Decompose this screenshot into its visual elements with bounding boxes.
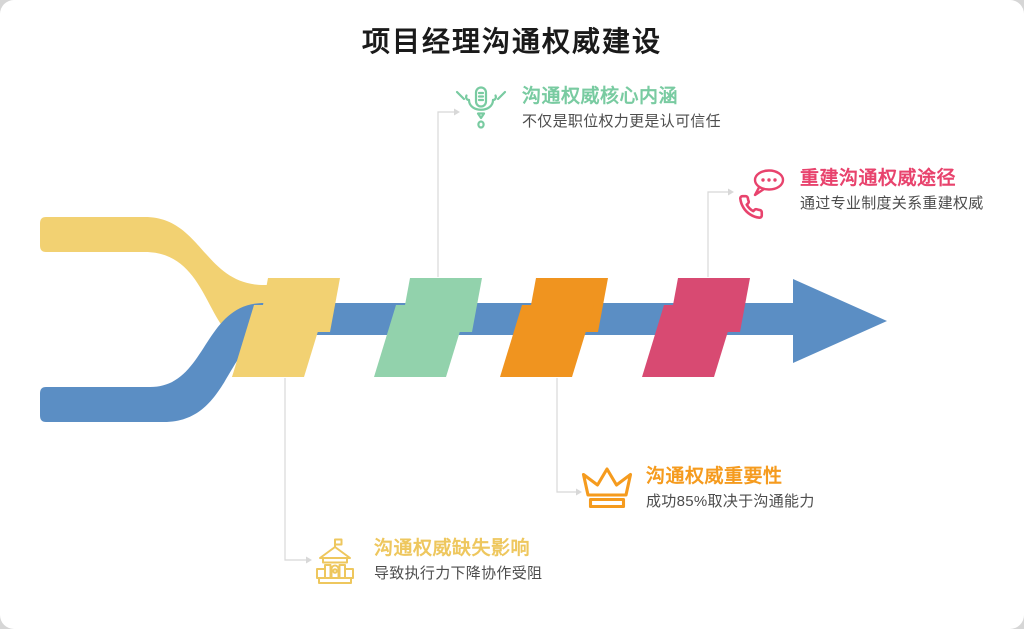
- callout-absence-title: 沟通权威缺失影响: [374, 538, 531, 559]
- connector-arrow-importance: [576, 488, 582, 496]
- crown-icon: [581, 467, 633, 509]
- connector-importance: [556, 378, 576, 493]
- callout-importance-subtitle: 成功85%取决于沟通能力: [646, 493, 815, 510]
- connector-arrow-rebuild: [728, 188, 734, 196]
- bank-icon: [316, 538, 354, 584]
- yellow-source-ribbon: [40, 217, 296, 377]
- ribbon-twist-orange: [500, 278, 608, 377]
- connector-arrow-core: [454, 108, 460, 116]
- connector-lines: [284, 111, 728, 561]
- callout-absence-subtitle: 导致执行力下降协作受阻: [374, 565, 543, 582]
- page-title: 项目经理沟通权威建设: [361, 26, 662, 57]
- callout-core: 沟通权威核心内涵 不仅是职位权力更是认可信任: [452, 86, 721, 132]
- callout-importance: 沟通权威重要性 成功85%取决于沟通能力: [580, 466, 815, 512]
- connector-core: [437, 111, 454, 277]
- speech-bubble-dots: [761, 178, 777, 182]
- callout-rebuild-subtitle: 通过专业制度关系重建权威: [800, 195, 984, 212]
- phone-chat-icon: [738, 169, 785, 219]
- connector-absence: [284, 378, 306, 561]
- callout-rebuild: 重建沟通权威途径 通过专业制度关系重建权威: [736, 168, 984, 222]
- callout-absence: 沟通权威缺失影响 导致执行力下降协作受阻: [308, 538, 542, 596]
- microphone-icon: [455, 86, 507, 129]
- callout-importance-title: 沟通权威重要性: [646, 466, 783, 487]
- connector-arrow-absence: [306, 556, 312, 564]
- connector-arrow-tips: [306, 108, 734, 564]
- callout-core-subtitle: 不仅是职位权力更是认可信任: [522, 113, 721, 130]
- ribbon-twist-yellow: [232, 278, 340, 377]
- ribbon-twist-green: [374, 278, 482, 377]
- callout-core-title: 沟通权威核心内涵: [522, 86, 679, 107]
- callout-rebuild-title: 重建沟通权威途径: [800, 168, 957, 189]
- ribbon-twist-pink: [642, 278, 750, 377]
- connector-rebuild: [707, 191, 728, 277]
